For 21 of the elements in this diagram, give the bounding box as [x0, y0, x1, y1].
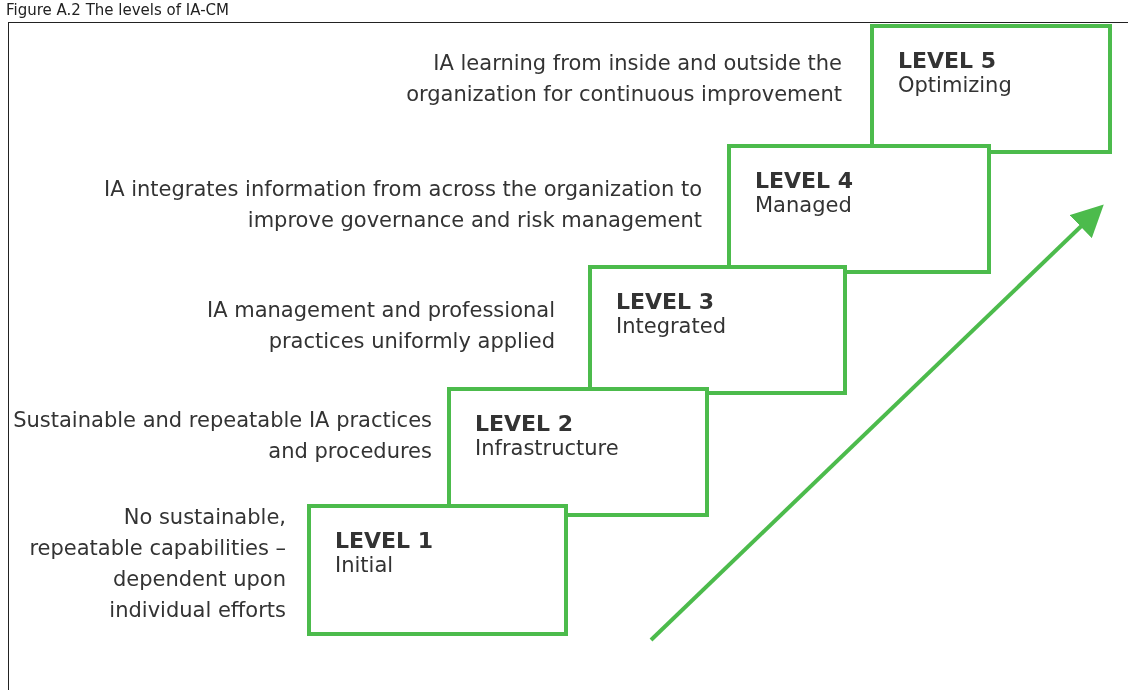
level-heading: LEVEL 1 — [335, 528, 434, 553]
level-box — [727, 144, 991, 274]
level-name: Managed — [755, 193, 852, 217]
level-box — [588, 265, 847, 395]
level-heading: LEVEL 5 — [898, 48, 997, 73]
figure-title: Figure A.2 The levels of IA-CM — [6, 1, 229, 19]
level-box — [870, 24, 1112, 154]
level-name: Initial — [335, 553, 394, 577]
level-description: Sustainable and repeatable IA practices and procedures — [12, 407, 432, 465]
level-box — [307, 504, 568, 636]
level-heading: LEVEL 3 — [616, 289, 715, 314]
level-heading: LEVEL 2 — [475, 411, 574, 436]
level-box — [447, 387, 709, 517]
level-heading: LEVEL 4 — [755, 168, 854, 193]
level-description: IA management and professional practices uniformly applied — [206, 297, 555, 355]
level-description: IA learning from inside and outside the organization for continuous improvement — [405, 50, 842, 108]
level-name: Infrastructure — [475, 436, 619, 460]
level-name: Integrated — [616, 314, 726, 338]
level-name: Optimizing — [898, 73, 1012, 97]
level-description: No sustainable, repeatable capabilities – dependent upon individual efforts — [28, 504, 286, 624]
level-description: IA integrates information from across the organization to improve governance and risk management — [102, 176, 702, 234]
